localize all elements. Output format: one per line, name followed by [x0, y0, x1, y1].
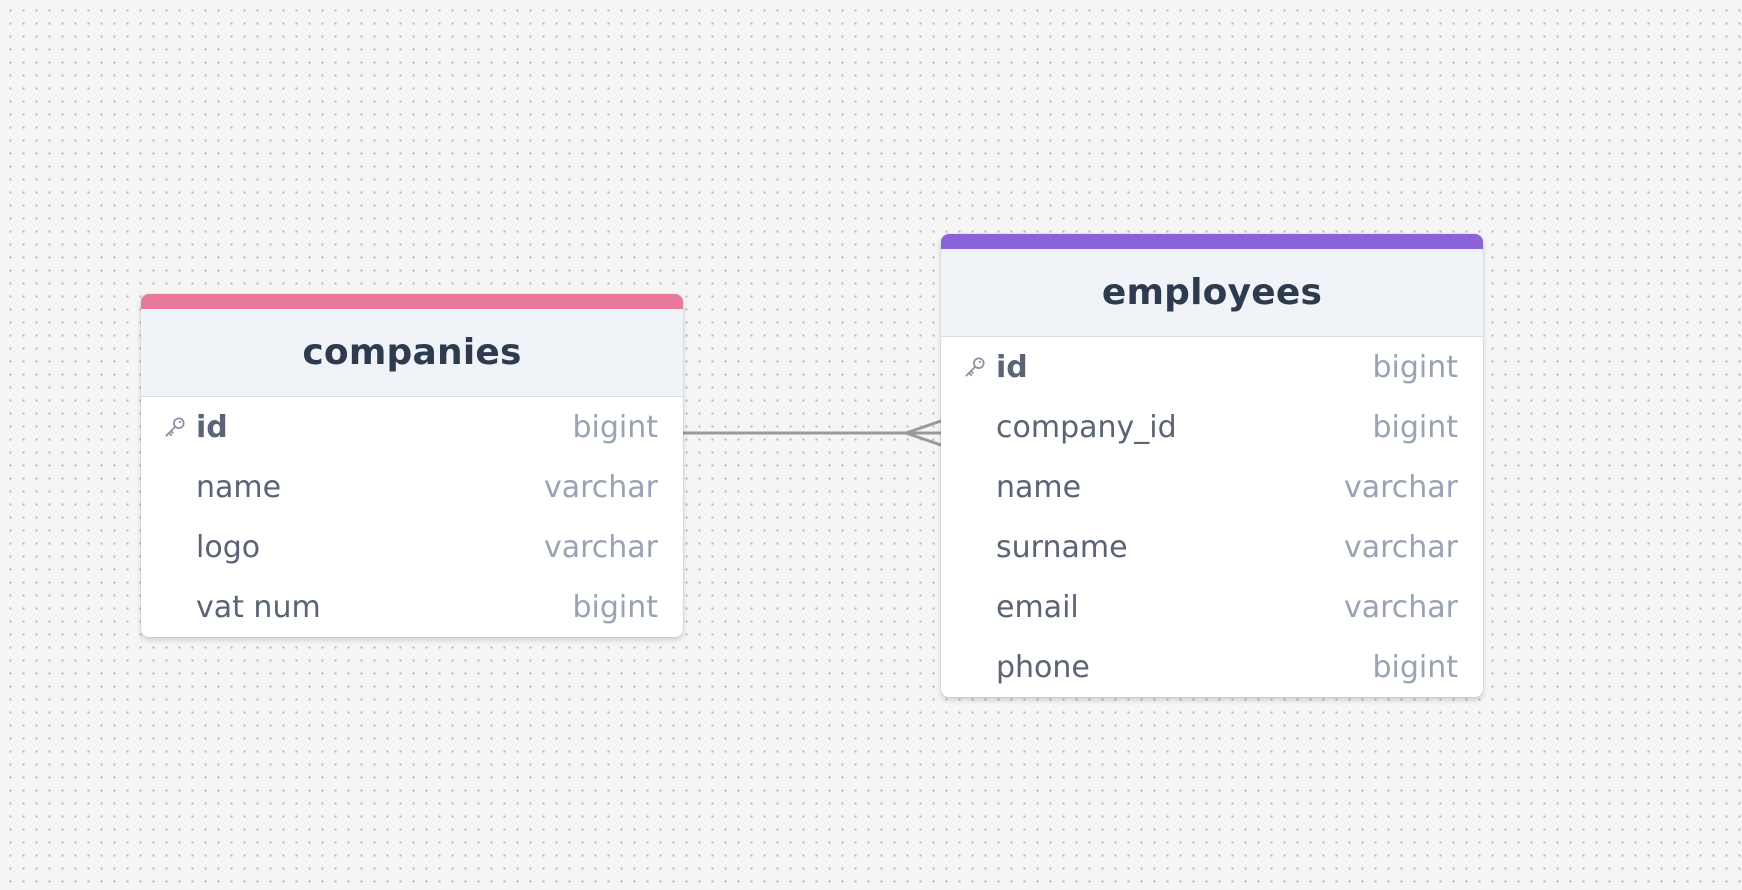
column-type: bigint — [1372, 409, 1458, 445]
column-row[interactable]: company_id bigint — [941, 397, 1483, 457]
column-row[interactable]: surname varchar — [941, 517, 1483, 577]
column-type: varchar — [1343, 529, 1458, 565]
column-list: id bigint name varchar logo varchar vat … — [141, 397, 683, 637]
column-type: bigint — [572, 589, 658, 625]
column-type: varchar — [543, 529, 658, 565]
column-row[interactable]: id bigint — [141, 397, 683, 457]
table-accent-bar — [941, 234, 1483, 249]
column-type: varchar — [1343, 589, 1458, 625]
column-name: id — [196, 409, 228, 445]
column-name: id — [996, 349, 1028, 385]
table-accent-bar — [141, 294, 683, 309]
column-name: phone — [996, 649, 1090, 685]
column-list: id bigint company_id bigint name varchar… — [941, 337, 1483, 697]
table-companies[interactable]: companies id bigint name varchar log — [141, 294, 683, 637]
table-title: employees — [1101, 272, 1323, 313]
column-type: bigint — [1372, 649, 1458, 685]
column-name: name — [196, 469, 282, 505]
column-type: varchar — [1343, 469, 1458, 505]
key-icon — [961, 353, 989, 381]
column-name: surname — [996, 529, 1128, 565]
column-name: email — [996, 589, 1079, 625]
column-row[interactable]: email varchar — [941, 577, 1483, 637]
crows-foot-icon — [904, 419, 942, 447]
column-name: name — [996, 469, 1082, 505]
column-name: vat num — [196, 589, 321, 625]
column-row[interactable]: vat num bigint — [141, 577, 683, 637]
column-row[interactable]: name varchar — [941, 457, 1483, 517]
key-icon — [161, 413, 189, 441]
column-row[interactable]: phone bigint — [941, 637, 1483, 697]
table-header[interactable]: companies — [141, 309, 683, 397]
column-type: bigint — [1372, 349, 1458, 385]
column-row[interactable]: id bigint — [941, 337, 1483, 397]
column-name: company_id — [996, 409, 1177, 445]
table-header[interactable]: employees — [941, 249, 1483, 337]
column-row[interactable]: name varchar — [141, 457, 683, 517]
table-employees[interactable]: employees id bigint company_id bigint — [941, 234, 1483, 697]
column-row[interactable]: logo varchar — [141, 517, 683, 577]
column-type: bigint — [572, 409, 658, 445]
column-name: logo — [196, 529, 261, 565]
column-type: varchar — [543, 469, 658, 505]
table-title: companies — [302, 332, 522, 373]
